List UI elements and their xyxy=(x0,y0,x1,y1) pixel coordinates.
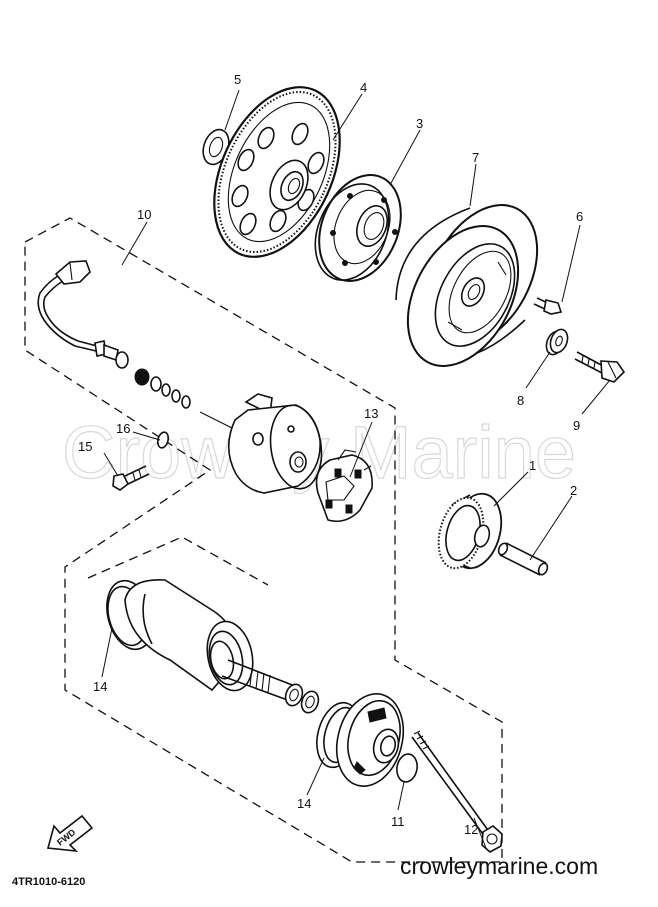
starter-assembly-outline xyxy=(24,217,503,863)
callout-3: 3 xyxy=(416,116,423,131)
armature-shaft xyxy=(221,659,301,703)
callout-2: 2 xyxy=(570,483,577,498)
part-11-o-ring xyxy=(396,753,418,783)
callout-5: 5 xyxy=(234,72,241,87)
callout-1: 1 xyxy=(529,458,536,473)
diagram-code: 4TR1010-6120 xyxy=(12,876,85,888)
part-16-washer xyxy=(156,431,170,449)
callout-7: 7 xyxy=(472,150,479,165)
part-9-bolt xyxy=(574,351,626,383)
part-15-bolt xyxy=(112,465,150,491)
callout-16: 16 xyxy=(116,421,130,436)
callout-4: 4 xyxy=(360,80,367,95)
part-13-brush-holder xyxy=(315,449,373,523)
part-6-bolt xyxy=(533,297,563,315)
fwd-arrow-icon: FWD xyxy=(46,814,94,853)
callout-6: 6 xyxy=(576,209,583,224)
callout-numbers: 5 4 3 7 6 10 8 9 13 16 15 1 2 14 14 11 1… xyxy=(78,72,583,837)
part-8-washer xyxy=(545,328,569,356)
callout-15: 15 xyxy=(78,439,92,454)
callout-13: 13 xyxy=(364,406,378,421)
part-3-clutch xyxy=(314,174,402,282)
part-2-shaft xyxy=(497,542,549,576)
callout-9: 9 xyxy=(573,418,580,433)
starter-front-cover xyxy=(227,393,323,494)
website-label: crowleymarine.com xyxy=(400,853,598,879)
starter-rear-cover xyxy=(335,693,405,787)
callout-14-lower: 14 xyxy=(297,796,311,811)
starter-motor-yoke xyxy=(124,579,254,692)
callout-14-upper: 14 xyxy=(93,679,107,694)
part-1-gear xyxy=(437,492,503,570)
shaft-o-rings xyxy=(284,683,320,714)
callout-11: 11 xyxy=(391,814,405,829)
starter-lower-inner-outline xyxy=(87,536,269,586)
callout-12: 12 xyxy=(464,822,478,837)
part-4-gear xyxy=(213,86,341,258)
leader-lines xyxy=(101,89,611,849)
part-7-rotor xyxy=(395,204,539,367)
callout-10: 10 xyxy=(137,207,151,222)
part-12-through-bolt xyxy=(411,730,503,853)
callout-8: 8 xyxy=(517,393,524,408)
